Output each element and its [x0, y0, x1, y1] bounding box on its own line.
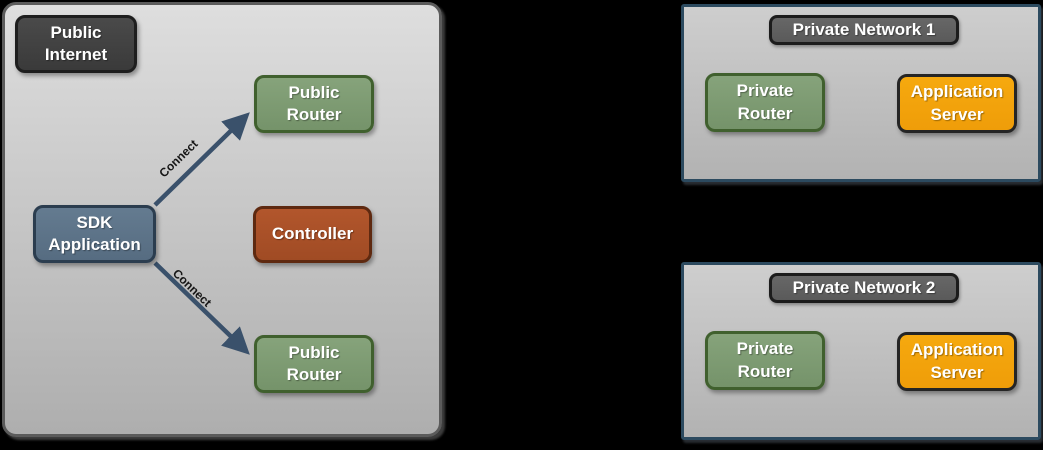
node-application-server-2: Application Server: [897, 332, 1017, 391]
node-public-router-bottom: Public Router: [254, 335, 374, 393]
edge-label-connect-top: Connect: [156, 137, 200, 180]
private-network-1-title: Private Network 1: [769, 15, 959, 45]
edge-connect-top: [153, 112, 250, 207]
node-public-router-top: Public Router: [254, 75, 374, 133]
zone-private-network-2: Private Network 2 Private Router Applica…: [681, 262, 1041, 440]
node-controller: Controller: [253, 206, 372, 263]
node-private-router-2: Private Router: [705, 331, 825, 390]
node-application-server-1: Application Server: [897, 74, 1017, 133]
zone-public-internet: Connect Connect Public Internet Public R…: [2, 2, 442, 437]
node-sdk-application: SDK Application: [33, 205, 156, 263]
private-network-2-title: Private Network 2: [769, 273, 959, 303]
node-public-internet: Public Internet: [15, 15, 137, 73]
edge-label-connect-bottom: Connect: [170, 266, 214, 309]
zone-private-network-1: Private Network 1 Private Router Applica…: [681, 4, 1041, 182]
node-private-router-1: Private Router: [705, 73, 825, 132]
edge-connect-bottom: [153, 261, 250, 355]
